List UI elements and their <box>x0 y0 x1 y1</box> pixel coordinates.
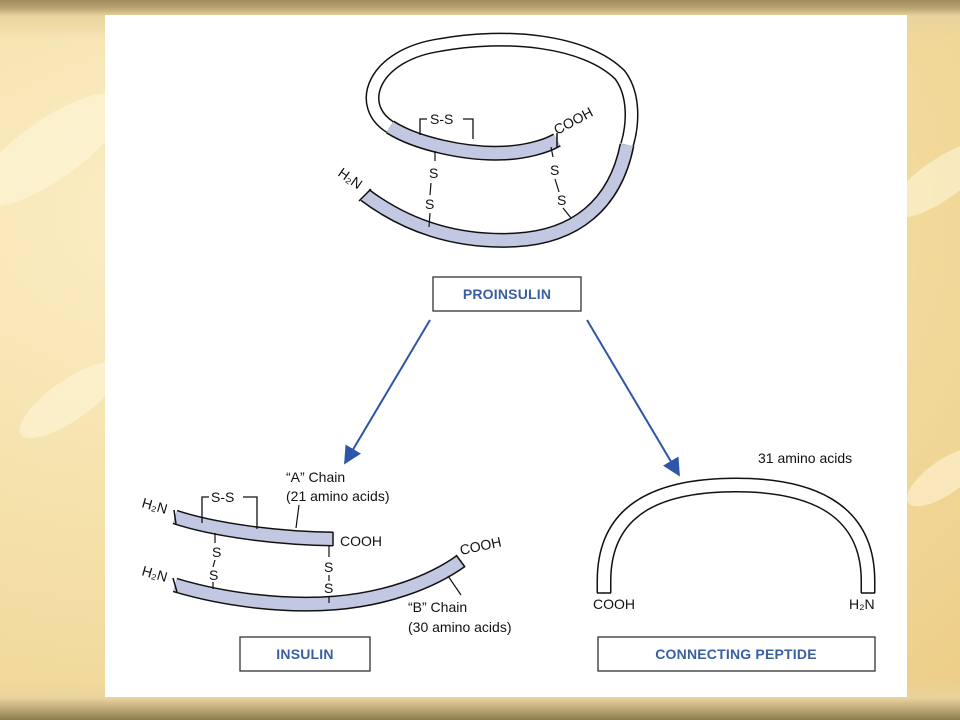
s-label: S <box>212 544 221 560</box>
b-chain-band-fill <box>361 143 633 247</box>
connecting-peptide-molecule: 31 amino acids COOH H₂N <box>593 450 876 612</box>
s-label: S <box>425 196 434 212</box>
connecting-peptide-count: 31 amino acids <box>758 450 852 466</box>
s-label: S <box>429 165 438 181</box>
figure-panel: S-S S S S S COOH H₂N PROINSULIN <box>105 15 907 697</box>
proinsulin-box: PROINSULIN <box>432 276 582 312</box>
connecting-loop-fill <box>367 34 637 147</box>
cooh-label: COOH <box>551 104 596 138</box>
insulin-molecule: S-S S S S S H₂N H₂N COOH COOH “A” Chain … <box>140 469 511 635</box>
proinsulin-molecule: S-S S S S S COOH H₂N <box>335 32 639 248</box>
s-label: S <box>209 567 218 583</box>
connecting-peptide-arc-fill <box>598 478 874 593</box>
h2n-label: H₂N <box>335 164 365 192</box>
a-chain-band-fill <box>386 121 561 160</box>
arrow-to-insulin <box>344 319 431 465</box>
s-label: S <box>324 580 333 596</box>
insulin-intrachain-ss-bracket <box>201 496 258 529</box>
insulin-title: INSULIN <box>276 646 333 662</box>
insulin-b-chain-fill <box>173 556 465 611</box>
connecting-peptide-cooh: COOH <box>593 596 635 612</box>
arrow-to-connecting-peptide <box>586 319 680 477</box>
s-label: S <box>557 192 566 208</box>
proinsulin-diagram: S-S S S S S COOH H₂N PROINSULIN <box>140 32 876 672</box>
insulin-a-chain-fill <box>173 511 334 545</box>
proinsulin-title: PROINSULIN <box>463 286 551 302</box>
connecting-peptide-title: CONNECTING PEPTIDE <box>655 646 817 662</box>
ss-label-top: S-S <box>430 111 453 127</box>
b-chain-h2n-label: H₂N <box>140 563 169 585</box>
a-chain-count: (21 amino acids) <box>286 488 390 504</box>
intrachain-ss-bracket <box>419 118 474 139</box>
b-chain-label: “B” Chain <box>408 599 467 615</box>
a-chain-cooh-label: COOH <box>340 533 382 549</box>
s-label: S <box>550 162 559 178</box>
b-chain-cooh-label: COOH <box>458 534 502 558</box>
s-label: S <box>324 559 333 575</box>
insulin-box: INSULIN <box>239 636 371 672</box>
ss-label-insulin: S-S <box>211 489 234 505</box>
a-chain-label: “A” Chain <box>286 469 345 485</box>
a-chain-h2n-label: H₂N <box>140 495 169 517</box>
b-chain-count: (30 amino acids) <box>408 619 512 635</box>
connecting-peptide-box: CONNECTING PEPTIDE <box>597 636 876 672</box>
connecting-peptide-h2n: H₂N <box>849 596 875 612</box>
